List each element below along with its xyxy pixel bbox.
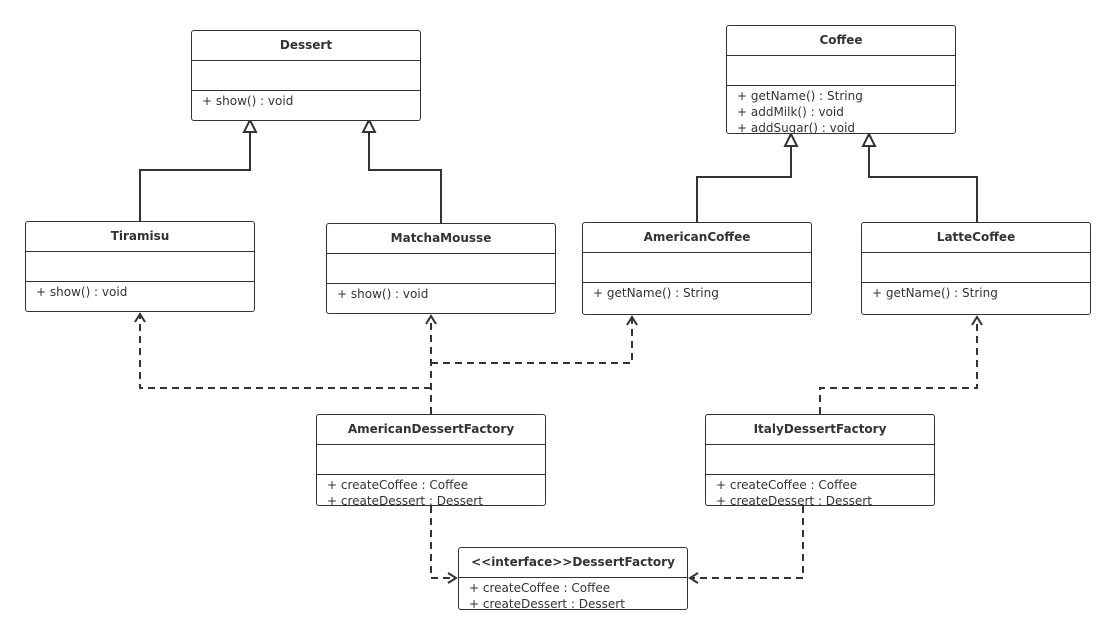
realization-arrowhead-icon (447, 572, 458, 584)
methods-compartment: + getName() : String (583, 283, 811, 301)
method: + addSugar() : void (737, 121, 856, 134)
class-dessert[interactable]: Dessert + show() : void (191, 30, 421, 121)
dependency-arrowhead-icon (626, 315, 638, 326)
method: + getName() : String (593, 286, 719, 300)
dependency-americandessertfactory-tiramisu (139, 314, 431, 389)
methods-compartment: + getName() : String (862, 283, 1090, 301)
dependency-arrowhead-icon (425, 314, 437, 325)
class-americancoffee[interactable]: AmericanCoffee + getName() : String (582, 222, 812, 315)
methods-compartment: + show() : void (327, 284, 555, 302)
method: + createDessert : Dessert (327, 494, 483, 506)
method: + getName() : String (737, 89, 863, 103)
inheritance-lattecoffee-coffee (868, 146, 978, 222)
method: + createDessert : Dessert (716, 494, 872, 506)
class-coffee[interactable]: Coffee + getName() : String + addMilk() : … (726, 25, 956, 134)
attributes-compartment (862, 253, 1090, 283)
class-name: <<interface>>DessertFactory (459, 548, 687, 578)
methods-compartment: + show() : void (26, 282, 254, 300)
method: + createDessert : Dessert (469, 597, 625, 610)
inheritance-matchamousse-dessert (368, 132, 442, 223)
method: + show() : void (202, 94, 294, 108)
dependency-arrowhead-icon (971, 315, 983, 326)
dependency-arrowhead-icon (134, 312, 146, 323)
class-name: MatchaMousse (327, 224, 555, 254)
inheritance-americancoffee-coffee (696, 146, 792, 222)
class-name: AmericanDessertFactory (317, 415, 545, 445)
method: + addMilk() : void (737, 105, 844, 119)
inheritance-arrowhead-icon (242, 117, 258, 133)
attributes-compartment (192, 61, 420, 91)
class-name: Dessert (192, 31, 420, 61)
method: + createCoffee : Coffee (469, 581, 611, 595)
realization-arrowhead-icon (688, 572, 699, 584)
class-name: ItalyDessertFactory (706, 415, 934, 445)
inheritance-arrowhead-icon (783, 131, 799, 147)
class-name: AmericanCoffee (583, 223, 811, 253)
inheritance-arrowhead-icon (361, 117, 377, 133)
class-name: Tiramisu (26, 222, 254, 252)
method: + show() : void (36, 285, 128, 299)
dependency-americandessertfactory-americancoffee (431, 317, 633, 364)
dependency-italydessertfactory-lattecoffee (819, 317, 978, 414)
attributes-compartment (317, 445, 545, 475)
attributes-compartment (583, 253, 811, 283)
class-italydessertfactory[interactable]: ItalyDessertFactory + createCoffee : Coff… (705, 414, 935, 506)
method: + getName() : String (872, 286, 998, 300)
attributes-compartment (26, 252, 254, 282)
realization-italydessertfactory-dessertfactory (690, 506, 804, 579)
class-lattecoffee[interactable]: LatteCoffee + getName() : String (861, 222, 1091, 315)
methods-compartment: + createCoffee : Coffee + createDessert :… (317, 475, 545, 506)
methods-compartment: + createCoffee : Coffee + createDessert :… (706, 475, 934, 506)
inheritance-tiramisu-dessert (139, 132, 251, 221)
class-name: Coffee (727, 26, 955, 56)
method: + createCoffee : Coffee (327, 478, 469, 492)
class-americandessertfactory[interactable]: AmericanDessertFactory + createCoffee : C… (316, 414, 546, 506)
methods-compartment: + show() : void (192, 91, 420, 109)
attributes-compartment (706, 445, 934, 475)
method: + createCoffee : Coffee (716, 478, 858, 492)
class-matchamousse[interactable]: MatchaMousse + show() : void (326, 223, 556, 314)
attributes-compartment (727, 56, 955, 86)
realization-americandessertfactory-dessertfactory (430, 506, 456, 579)
class-tiramisu[interactable]: Tiramisu + show() : void (25, 221, 255, 312)
inheritance-arrowhead-icon (861, 131, 877, 147)
class-dessertfactory[interactable]: <<interface>>DessertFactory+ createCoffe… (458, 547, 688, 610)
method: + show() : void (337, 287, 429, 301)
attributes-compartment (327, 254, 555, 284)
methods-compartment: + getName() : String + addMilk() : void + … (727, 86, 955, 134)
class-name: LatteCoffee (862, 223, 1090, 253)
methods-compartment: + createCoffee : Coffee + createDessert :… (459, 578, 687, 610)
